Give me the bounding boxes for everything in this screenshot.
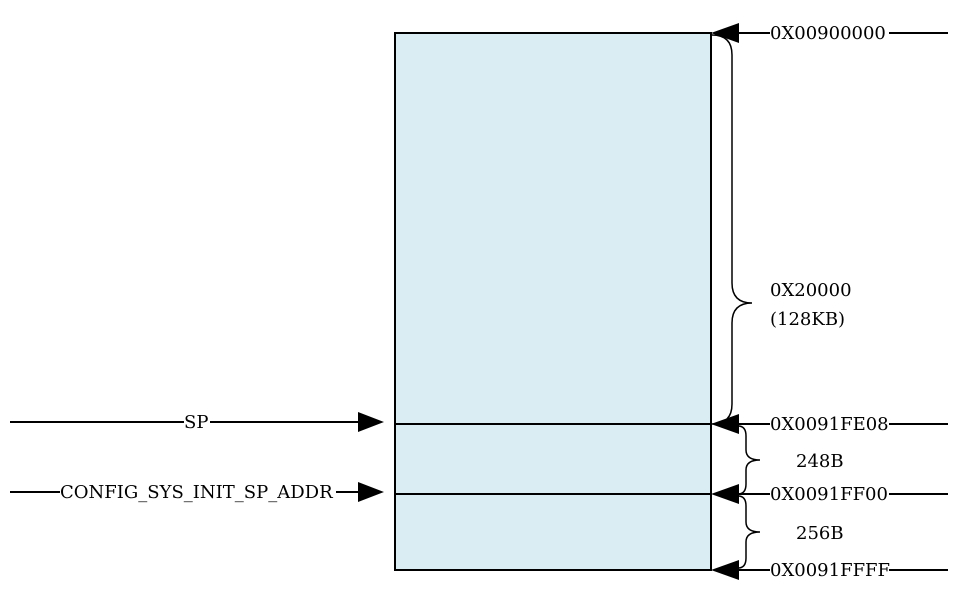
size-label-mid: 248B xyxy=(796,451,844,472)
address-arrowhead-top xyxy=(711,23,739,43)
config-sp-arrowhead xyxy=(358,482,384,502)
address-pointer-config: 0X0091FF00 xyxy=(711,484,948,505)
brace-main xyxy=(711,34,753,425)
address-arrowhead-end xyxy=(711,560,739,580)
config-sp-pointer: CONFIG_SYS_INIT_SP_ADDR xyxy=(10,482,384,503)
brace-low xyxy=(737,495,761,569)
sp-arrowhead xyxy=(358,412,384,432)
size-label-main-hex: 0X20000 xyxy=(770,280,852,301)
sp-pointer: SP xyxy=(10,412,384,433)
address-label-end: 0X0091FFFF xyxy=(770,560,890,581)
address-pointer-top: 0X00900000 xyxy=(711,23,948,44)
address-label-top: 0X00900000 xyxy=(770,23,886,44)
config-sp-label: CONFIG_SYS_INIT_SP_ADDR xyxy=(60,482,333,503)
address-pointer-end: 0X0091FFFF xyxy=(711,560,948,581)
memory-block xyxy=(394,32,712,571)
address-label-sp-base: 0X0091FE08 xyxy=(770,414,889,435)
size-label-low: 256B xyxy=(796,523,844,544)
address-label-config: 0X0091FF00 xyxy=(770,484,888,505)
brace-mid xyxy=(737,425,761,495)
size-label-main-kb: (128KB) xyxy=(770,309,845,330)
address-pointer-sp-base: 0X0091FE08 xyxy=(711,414,948,435)
sp-label: SP xyxy=(184,412,208,433)
address-arrowhead-sp-base xyxy=(711,414,739,434)
address-arrowhead-config xyxy=(711,484,739,504)
